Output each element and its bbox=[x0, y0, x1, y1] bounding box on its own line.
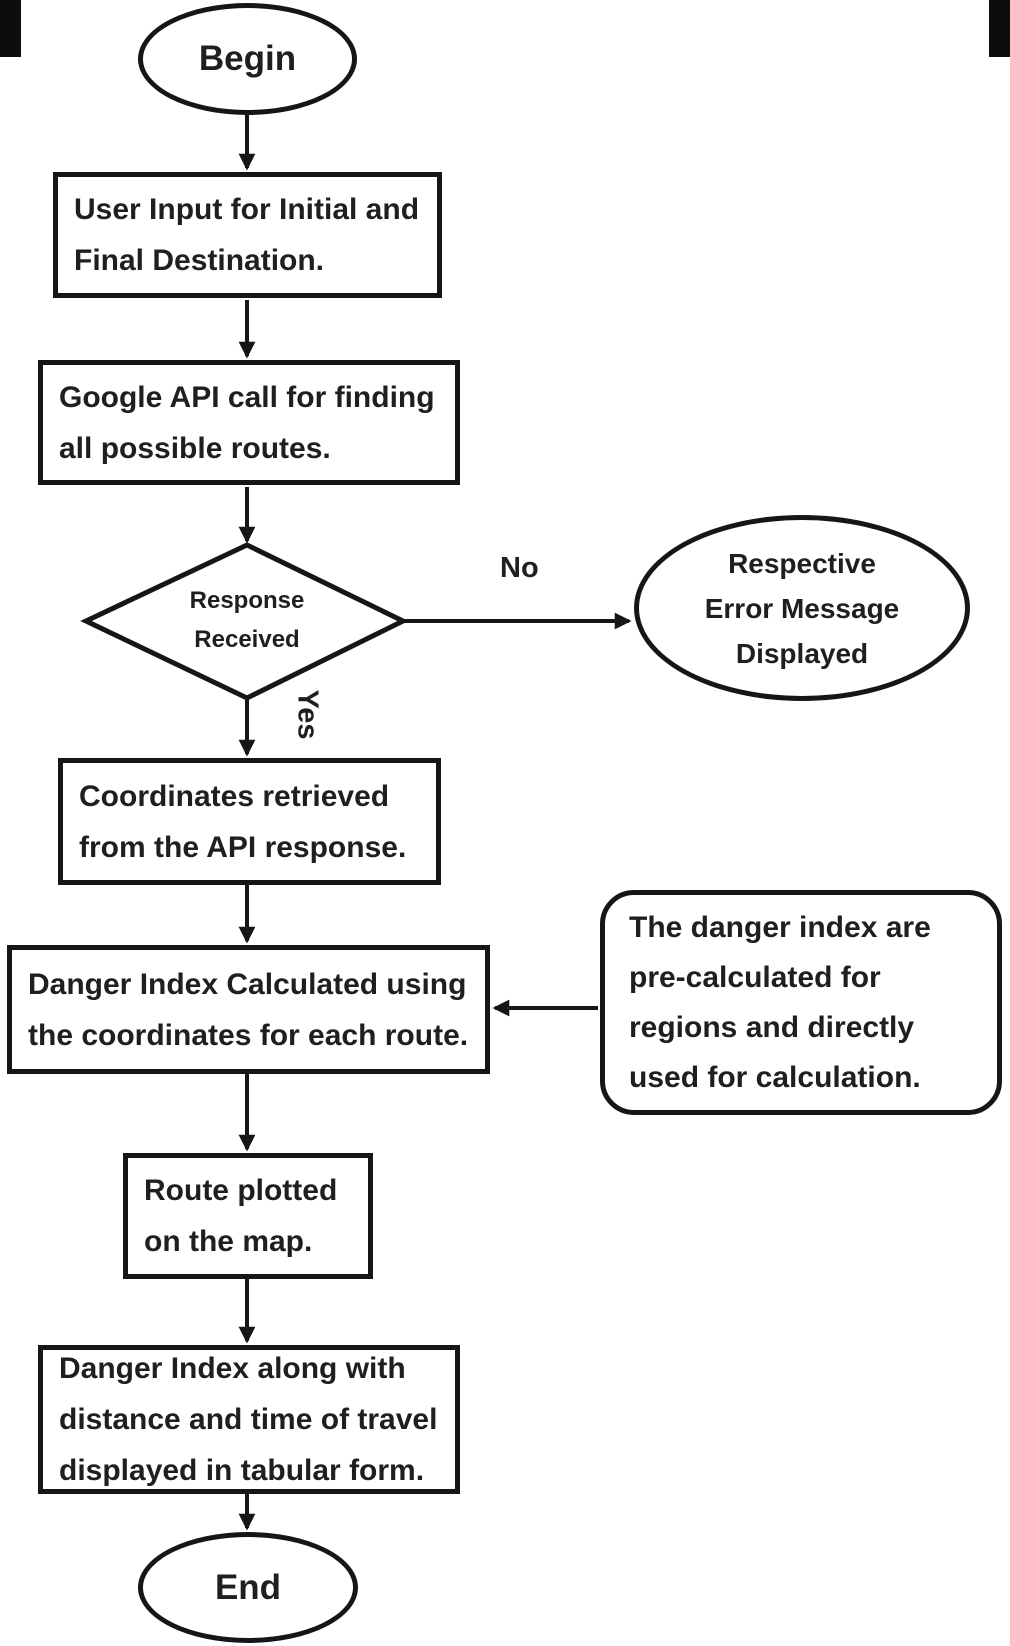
danger-index-note: The danger index are pre-calculated for … bbox=[600, 890, 1002, 1115]
decision-diamond-shape bbox=[80, 542, 409, 701]
error-message-label: Respective Error Message Displayed bbox=[704, 547, 900, 669]
page-corner-mark-right bbox=[989, 0, 1010, 57]
page-corner-mark-left bbox=[0, 0, 21, 57]
end-terminator: End bbox=[138, 1532, 358, 1643]
process-route-plotted: Route plotted on the map. bbox=[123, 1153, 373, 1279]
error-message-terminator: Respective Error Message Displayed bbox=[634, 515, 970, 701]
process-coordinates-retrieved-label: Coordinates retrieved from the API respo… bbox=[79, 779, 407, 864]
process-tabular-display-label: Danger Index along with distance and tim… bbox=[59, 1352, 438, 1487]
end-label: End bbox=[214, 1567, 282, 1607]
process-coordinates-retrieved: Coordinates retrieved from the API respo… bbox=[58, 758, 441, 885]
begin-label: Begin bbox=[198, 39, 297, 78]
process-danger-index-calculated-label: Danger Index Calculated using the coordi… bbox=[28, 967, 469, 1052]
process-user-input: User Input for Initial and Final Destina… bbox=[53, 172, 442, 298]
process-google-api-call: Google API call for finding all possible… bbox=[38, 360, 460, 485]
process-tabular-display: Danger Index along with distance and tim… bbox=[38, 1345, 460, 1494]
process-danger-index-calculated: Danger Index Calculated using the coordi… bbox=[7, 945, 490, 1074]
process-route-plotted-label: Route plotted on the map. bbox=[144, 1174, 338, 1258]
decision-response-received-label: Response Received bbox=[189, 587, 305, 653]
edge-label-yes: Yes bbox=[291, 689, 324, 740]
danger-index-note-label: The danger index are pre-calculated for … bbox=[629, 910, 931, 1094]
process-user-input-label: User Input for Initial and Final Destina… bbox=[74, 193, 420, 277]
process-google-api-call-label: Google API call for finding all possible… bbox=[59, 380, 435, 465]
edge-label-no: No bbox=[500, 552, 539, 584]
begin-terminator: Begin bbox=[138, 3, 357, 115]
